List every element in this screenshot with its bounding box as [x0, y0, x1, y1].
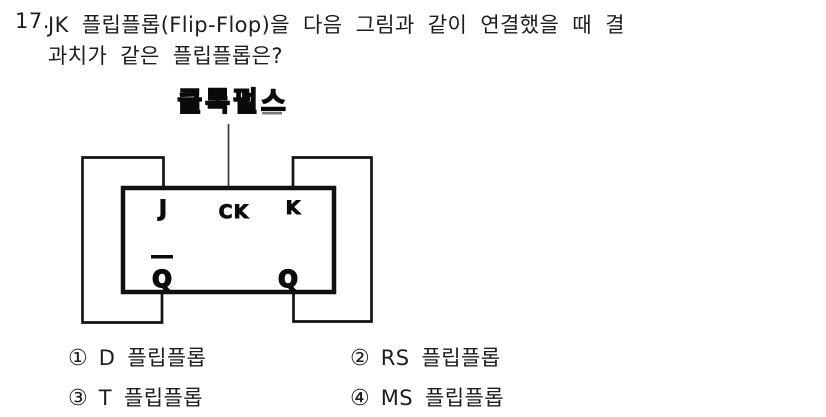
question-number: 17. — [15, 9, 50, 33]
answer-number-4: ④ — [350, 386, 370, 411]
answer-option-1: ① D 플립플롭 — [68, 342, 206, 372]
question-text-line-2: 과치가 같은 플립플롭은? — [48, 44, 283, 68]
answer-option-3: ③ T 플립플롭 — [68, 382, 203, 412]
answer-option-4: ④ MS 플립플롭 — [350, 382, 504, 412]
clock-label-underline — [262, 112, 282, 115]
answer-option-2: ② RS 플립플롭 — [350, 342, 500, 372]
question-text-line-1: JK 플립플롭(Flip-Flop)을 다음 그림과 같이 연결했을 때 결 — [48, 13, 625, 37]
pin-ck-label: CK — [219, 201, 250, 223]
answer-label-2: RS 플립플롭 — [380, 346, 501, 370]
pin-k-label: K — [286, 197, 302, 219]
left-feedback-loop-qbar-to-j — [81, 156, 165, 324]
answer-label-1: D 플립플롭 — [98, 346, 207, 370]
answer-label-4: MS 플립플롭 — [380, 386, 504, 410]
answer-number-3: ③ — [68, 386, 88, 411]
pin-q-label: Q — [278, 267, 298, 293]
pin-j-label: J — [157, 197, 167, 222]
right-feedback-loop-q-to-k — [291, 156, 373, 323]
answer-number-1: ① — [68, 346, 88, 371]
q-bar-overline — [151, 255, 173, 259]
flip-flop-box — [120, 185, 337, 295]
answer-number-2: ② — [350, 346, 370, 371]
pin-qbar-label: Q — [152, 267, 172, 293]
answer-label-3: T 플립플롭 — [98, 386, 203, 410]
